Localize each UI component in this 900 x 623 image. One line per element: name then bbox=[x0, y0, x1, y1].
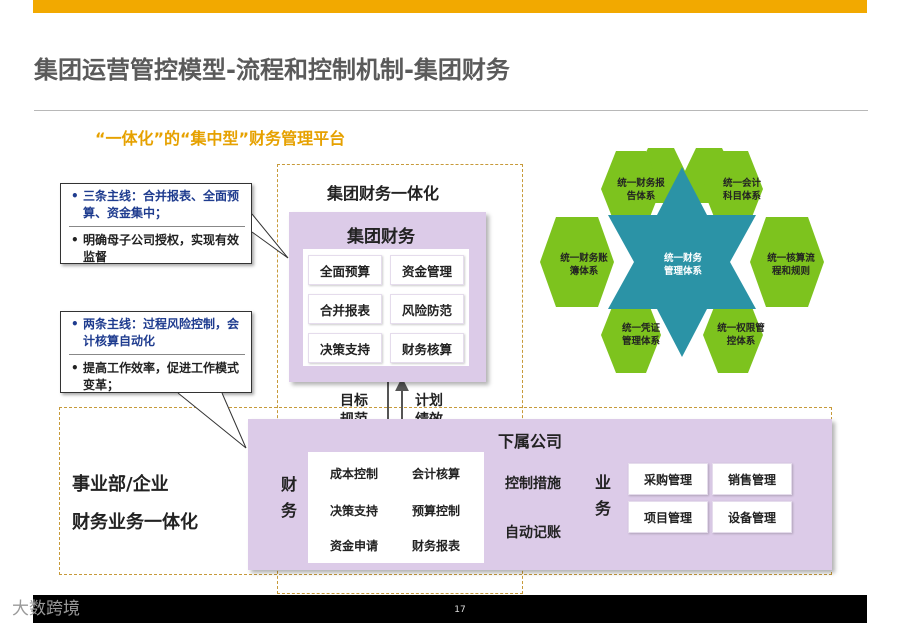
diagram-subtitle: “一体化”的“集中型”财务管理平台 bbox=[95, 129, 346, 148]
group-finance-item: 决策支持 bbox=[308, 333, 382, 363]
group-finance-title: 集团财务 bbox=[347, 227, 415, 247]
hex-label-top-left: 统一财务报 告体系 bbox=[617, 178, 665, 202]
finance-item: 成本控制 bbox=[314, 459, 394, 487]
hex-label-bottom-right: 统一权限管 控体系 bbox=[717, 323, 765, 347]
finance-item: 财务报表 bbox=[396, 531, 476, 559]
group-integration-title: 集团财务一体化 bbox=[327, 184, 440, 203]
group-finance-item: 资金管理 bbox=[390, 255, 464, 285]
finance-item: 预算控制 bbox=[396, 496, 476, 524]
watermark-logo: 大数跨境 bbox=[12, 599, 80, 619]
finance-item: 会计核算 bbox=[396, 459, 476, 487]
finance-side-label: 财务 bbox=[281, 475, 298, 520]
hexagon-top-right-full bbox=[703, 151, 763, 227]
hexagon-right bbox=[750, 217, 824, 307]
hex-label-left: 统一财务账 簿体系 bbox=[560, 253, 608, 277]
unified-system-diagram bbox=[540, 148, 824, 373]
callout-divider bbox=[69, 226, 245, 227]
callout-item: 三条主线：合并报表、全面预算、资金集中； bbox=[69, 188, 245, 222]
finance-item: 决策支持 bbox=[314, 496, 394, 524]
hex-label-right: 统一核算流 程和规则 bbox=[767, 253, 815, 277]
callout-pointer bbox=[177, 392, 247, 449]
business-side-label: 业务 bbox=[595, 473, 612, 518]
business-item: 采购管理 bbox=[628, 463, 708, 495]
callout-divider bbox=[69, 354, 245, 355]
hexagon-bottom-left bbox=[601, 297, 661, 373]
division-label-line1: 事业部/企业 bbox=[72, 474, 169, 495]
callout-item: 提高工作效率，促进工作模式变革； bbox=[69, 360, 245, 394]
business-item: 项目管理 bbox=[628, 501, 708, 533]
top-accent-bar bbox=[33, 0, 867, 13]
group-finance-item: 全面预算 bbox=[308, 255, 382, 285]
callout-item: 两条主线：过程风险控制，会计核算自动化 bbox=[69, 316, 245, 350]
hex-label-top-right: 统一会计 科目体系 bbox=[722, 178, 761, 202]
group-finance-item: 风险防范 bbox=[390, 294, 464, 324]
finance-item: 资金申请 bbox=[314, 531, 394, 559]
title-divider bbox=[34, 110, 868, 111]
group-finance-item: 财务核算 bbox=[390, 333, 464, 363]
hexagon-bottom-right bbox=[703, 297, 763, 373]
control-measures-label: 控制措施 bbox=[505, 476, 561, 492]
center-star bbox=[608, 167, 756, 357]
footer-bar bbox=[33, 595, 867, 623]
group-integration-frame bbox=[277, 164, 523, 594]
callout-process-lines: 两条主线：过程风险控制，会计核算自动化 提高工作效率，促进工作模式变革； bbox=[60, 311, 252, 393]
hexagon-left bbox=[540, 217, 614, 307]
hexagon-top-left-full bbox=[601, 151, 661, 227]
group-finance-item: 合并报表 bbox=[308, 294, 382, 324]
page-title: 集团运营管控模型-流程和控制机制-集团财务 bbox=[34, 56, 510, 84]
hex-label-bottom-left: 统一凭证 管理体系 bbox=[621, 323, 660, 347]
callout-pointer bbox=[251, 213, 289, 259]
callout-main-lines: 三条主线：合并报表、全面预算、资金集中； 明确母子公司授权，实现有效监督 bbox=[60, 183, 252, 264]
callout-item: 明确母子公司授权，实现有效监督 bbox=[69, 232, 245, 266]
subsidiary-title: 下属公司 bbox=[498, 432, 563, 451]
auto-booking-label: 自动记账 bbox=[505, 525, 561, 541]
division-label-line2: 财务业务一体化 bbox=[72, 512, 198, 533]
hex-label-center: 统一财务 管理体系 bbox=[663, 253, 702, 277]
page-number: 17 bbox=[454, 605, 466, 615]
business-item: 设备管理 bbox=[712, 501, 792, 533]
business-item: 销售管理 bbox=[712, 463, 792, 495]
